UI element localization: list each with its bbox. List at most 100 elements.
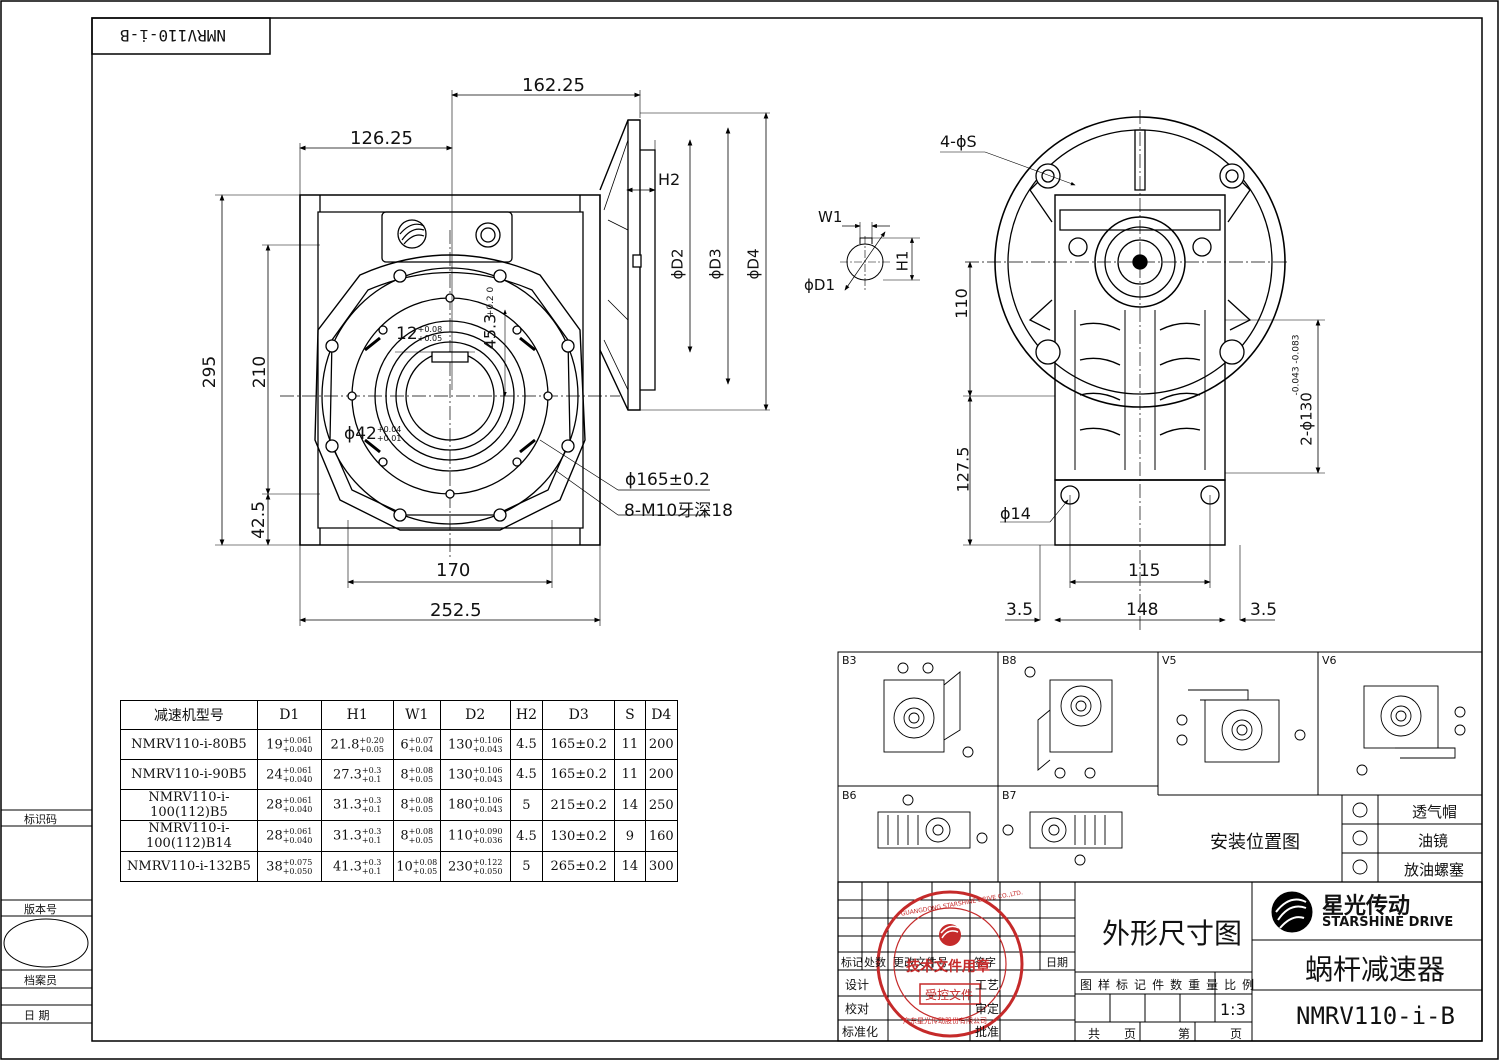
front-view [215, 90, 770, 626]
dim-key-12-dn: +0.05 [417, 334, 443, 343]
cell-h2: 4.5 [509, 820, 544, 852]
cell-d4: 160 [644, 820, 679, 852]
header-w1: W1 [392, 700, 441, 730]
mount-label-b7: B7 [1002, 789, 1017, 802]
dim-thread: 8-M10牙深18 [624, 501, 733, 521]
cell-model: NMRV110-i-100(112)B14 [120, 820, 258, 852]
mounting-caption: 安装位置图 [1210, 832, 1300, 853]
margin-date: 日 期 [24, 1009, 50, 1022]
header-model: 减速机型号 [120, 700, 258, 730]
cell-d2-tol-dn: +0.043 [472, 774, 503, 784]
drawing-frame [91, 17, 1483, 1042]
cell-h2: 4.5 [509, 729, 544, 760]
cell-s: 9 [614, 820, 646, 852]
cell-w1-tol-dn: +0.05 [412, 866, 438, 876]
cell-w1-value: 8 [400, 828, 409, 844]
cell-d1-tol-dn: +0.040 [282, 836, 313, 845]
cell-h1: 27.3+0.3+0.1 [320, 759, 394, 790]
label-standard: 标准化 [842, 1025, 879, 1039]
dim-phi-d4: ϕD4 [744, 248, 763, 280]
cell-h1: 31.3+0.3+0.1 [320, 789, 394, 821]
mini-b7 [1002, 811, 1123, 866]
cell-d1-value: 28 [266, 828, 283, 844]
cell-h2: 4.5 [509, 759, 544, 790]
dim-w1: W1 [818, 208, 843, 226]
cell-model: NMRV110-i-132B5 [120, 851, 258, 882]
cell-d2: 130+0.106+0.043 [439, 729, 511, 760]
sheet-h-3: 记 [1134, 978, 1153, 992]
label-review: 审定 [975, 1002, 1000, 1016]
dim-phi-d3: ϕD3 [706, 248, 725, 280]
company-name: 星光传动 [1322, 894, 1411, 919]
cell-w1-value: 6 [400, 737, 409, 752]
cell-d1-tol-up: +0.061 [282, 735, 313, 745]
cell-d3: 130±0.2 [542, 820, 616, 852]
dim-115: 115 [1128, 561, 1161, 581]
dim-110: 110 [951, 288, 971, 319]
dim-42: 42.5 [248, 501, 269, 539]
spec-table-header: 减速机型号 D1 H1 W1 D2 H2 D3 S D4 [120, 700, 679, 730]
cell-d2-tol-dn: +0.043 [472, 744, 503, 754]
dim-bore-42-dn: +0.01 [376, 434, 402, 443]
cell-d1: 28+0.061+0.040 [256, 820, 322, 852]
sheet-headers-row: 图样标记件数重量比例 [1080, 976, 1260, 993]
cell-s: 11 [614, 759, 646, 790]
cell-d1: 38+0.075+0.050 [256, 851, 322, 882]
dim-key-12: 12+0.08+0.05 [396, 324, 442, 344]
header-h2: H2 [509, 700, 544, 730]
cell-h1: 21.8+0.20+0.05 [320, 729, 394, 760]
sheet-h-1: 样 [1098, 978, 1117, 992]
cell-h1-tol-up: +0.3 [361, 765, 382, 775]
dim-35-right: 3.5 [1250, 600, 1278, 620]
stamp-main-text: 技术文件用章 [906, 959, 990, 975]
cell-w1-tol-dn: +0.05 [408, 805, 434, 814]
cell-h1-tol-dn: +0.1 [361, 866, 382, 876]
cell-w1-tol-dn: +0.04 [408, 744, 434, 754]
cell-w1-tol-up: +0.07 [408, 735, 434, 745]
sheet-h-2: 标 [1116, 978, 1135, 992]
left-margin [1, 809, 92, 1024]
cell-h1-value: 27.3 [332, 767, 362, 782]
cell-s: 14 [614, 851, 646, 882]
mounting-positions-grid [837, 651, 1483, 883]
cell-h1-tol-dn: +0.05 [359, 744, 384, 754]
mini-v5 [1176, 689, 1306, 763]
cell-d2-value: 230 [448, 859, 473, 874]
cell-d2-tol-up: +0.122 [472, 857, 503, 867]
cell-d1: 28+0.061+0.040 [256, 789, 322, 821]
cell-d3: 165±0.2 [542, 759, 616, 790]
cell-w1-value: 10 [396, 859, 413, 874]
margin-version: 版本号 [24, 903, 57, 916]
mount-label-b8: B8 [1002, 654, 1017, 667]
stamp-sub-text: 受控文件 [925, 988, 974, 1002]
product-name: 蜗杆减速器 [1305, 953, 1446, 986]
cell-d1-tol-up: +0.061 [282, 827, 313, 836]
cell-h2: 5 [509, 851, 544, 882]
cell-w1: 6+0.07+0.04 [392, 729, 441, 760]
dim-170: 170 [436, 560, 471, 581]
cell-w1-tol-up: +0.08 [408, 827, 434, 836]
cell-d2: 180+0.106+0.043 [439, 789, 511, 821]
cell-w1: 8+0.08+0.05 [392, 789, 441, 821]
row-label-mark: 标记 [841, 956, 863, 969]
header-s: S [614, 700, 646, 730]
cell-w1-tol-up: +0.08 [412, 857, 438, 867]
label-check: 校对 [845, 1002, 870, 1016]
cell-d4: 200 [644, 759, 679, 790]
row-label-sign: 签字 [974, 956, 996, 969]
dim-bore-42-up: +0.04 [376, 425, 402, 434]
cell-w1-tol-dn: +0.05 [408, 774, 434, 784]
dim-252: 252.5 [430, 600, 482, 621]
cell-w1-tol-up: +0.08 [408, 796, 434, 805]
cell-w1-tol-dn: +0.05 [408, 836, 434, 845]
dim-key-12-up: +0.08 [417, 325, 443, 334]
dim-130-tol: -0.043 -0.083 [1291, 334, 1302, 396]
cell-d1: 24+0.061+0.040 [256, 759, 322, 790]
cell-model: NMRV110-i-90B5 [120, 759, 258, 790]
cell-d2-value: 110 [448, 828, 473, 844]
cell-w1: 8+0.08+0.05 [392, 820, 441, 852]
mini-v6 [1356, 685, 1466, 776]
sheet-h-9: 例 [1242, 978, 1261, 992]
label-approve: 批准 [975, 1025, 1000, 1039]
cell-model: NMRV110-i-80B5 [120, 729, 258, 760]
